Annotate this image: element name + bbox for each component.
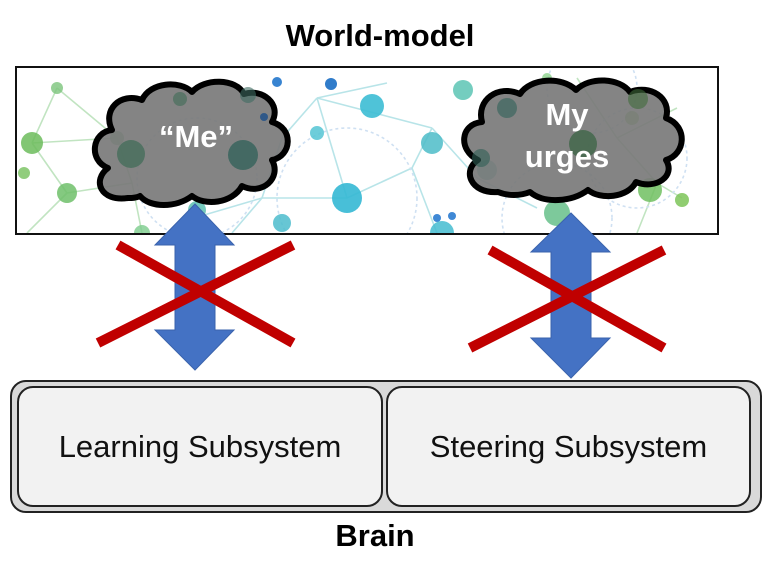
me-concept-label: “Me” (158, 119, 234, 154)
network-edges-teal (176, 82, 538, 233)
urges-concept-label-line2: urges (524, 139, 610, 174)
steering-subsystem-label: Steering Subsystem (429, 428, 708, 464)
me-cloud-icon (91, 78, 291, 208)
brain-title: Brain (335, 518, 415, 553)
right-cross-icon (467, 245, 667, 353)
urges-concept-label-line1: My (545, 97, 589, 132)
left-cross-icon (95, 240, 296, 348)
world-model-title: World-model (285, 18, 475, 53)
learning-subsystem-label: Learning Subsystem (58, 428, 342, 464)
learning-subsystem-box: Learning Subsystem (17, 386, 383, 507)
urges-cloud-icon (461, 77, 685, 204)
steering-subsystem-box: Steering Subsystem (386, 386, 751, 507)
